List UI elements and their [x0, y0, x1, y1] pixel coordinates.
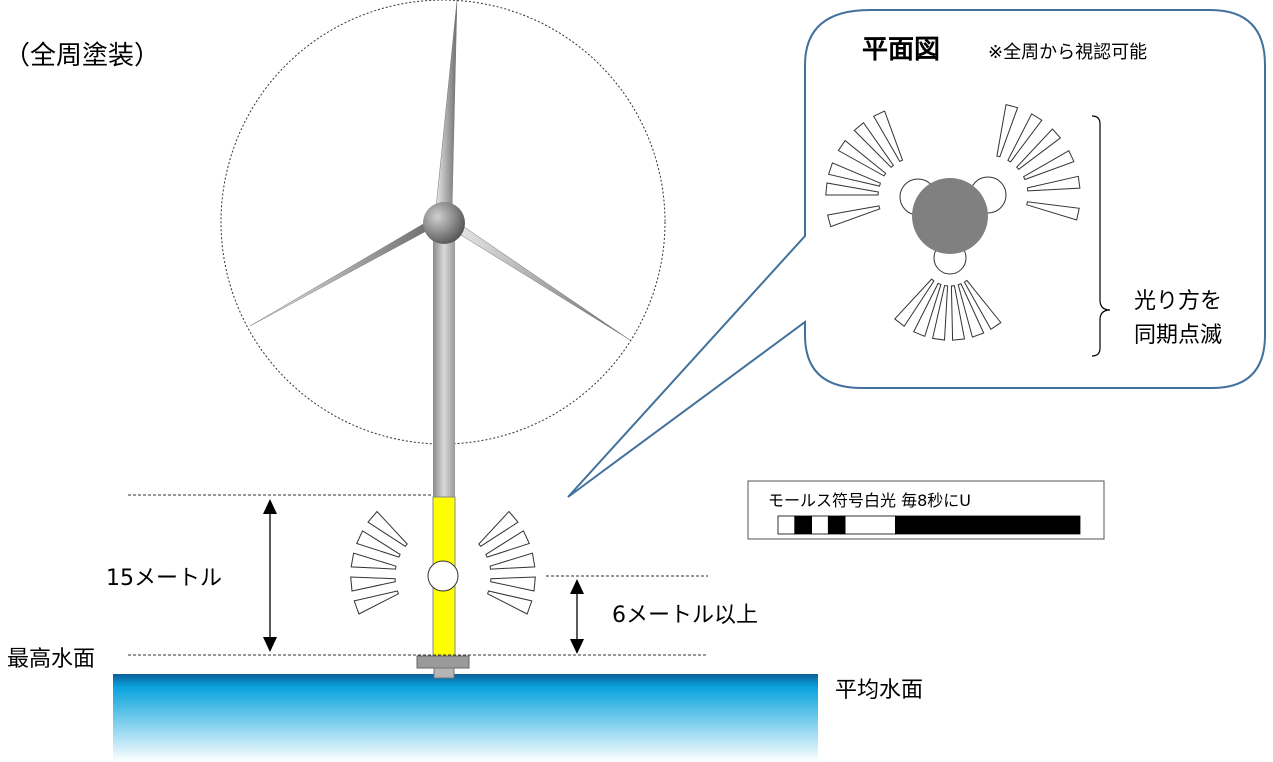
- tower-base-pile: [433, 667, 455, 679]
- plan-ray-right-3: [1022, 149, 1075, 181]
- height-15m-arrowhead-bottom: [263, 637, 277, 652]
- plan-ray-bottom-1: [931, 284, 949, 341]
- morse-segment-1: [794, 515, 812, 535]
- plan-tower-body: [912, 178, 988, 254]
- plan-ray-left-5: [826, 205, 881, 228]
- hub: [423, 202, 465, 244]
- tower-lamp: [427, 560, 459, 592]
- morse-segment-4: [844, 515, 896, 535]
- plan-ray-left-2: [837, 139, 887, 177]
- tower-ray-6: [490, 576, 536, 592]
- plan-view-note: ※全周から視認可能: [988, 42, 1147, 63]
- morse-bar: [777, 515, 1081, 535]
- height-6m-label: 6メートル以上: [612, 603, 758, 628]
- tower-ray-7: [486, 590, 533, 615]
- flash-label-line2: 同期点滅: [1134, 323, 1222, 348]
- tower-ray-0: [356, 530, 401, 558]
- mean-water-label: 平均水面: [835, 678, 923, 703]
- tower-ray-5: [489, 552, 536, 570]
- plan-ray-right-0: [996, 103, 1019, 158]
- plan-ray-left-3: [853, 121, 895, 168]
- painting-label: （全周塗装）: [4, 41, 160, 71]
- tower-base-flange: [416, 655, 470, 669]
- tower: [433, 232, 455, 497]
- sea: [113, 674, 818, 762]
- plan-ray-bottom-3: [957, 283, 985, 338]
- plan-ray-right-2: [1016, 128, 1062, 170]
- plan-ray-right-4: [1026, 175, 1081, 192]
- height-15m-label: 15メートル: [106, 566, 222, 591]
- plan-ray-right-1: [1007, 113, 1043, 163]
- plan-ray-right-5: [1026, 201, 1080, 221]
- morse-segment-2: [811, 515, 829, 535]
- sync-bracket: [1091, 115, 1111, 357]
- height-6m-arrowhead-top: [570, 579, 584, 594]
- tower-ray-8: [367, 510, 408, 547]
- flash-label-line1: 光り方を: [1134, 289, 1222, 314]
- blade-left: [249, 219, 433, 327]
- plan-ray-bottom-4: [963, 279, 1002, 331]
- height-6m-arrowhead-bottom: [570, 639, 584, 654]
- plan-lamp-rays: [825, 103, 1081, 341]
- tower-lamp-rays: [350, 510, 536, 615]
- plan-view-callout: [567, 9, 1266, 498]
- tower-ray-4: [485, 530, 530, 558]
- blade-up: [435, 0, 458, 211]
- plan-ray-left-1: [827, 162, 882, 187]
- plan-ray-bottom-5: [894, 278, 935, 328]
- rotor-blades: [249, 0, 631, 341]
- tower-ray-2: [350, 576, 396, 592]
- plan-ray-left-0: [825, 182, 879, 196]
- morse-segment-5: [895, 515, 1081, 535]
- plan-ray-bottom-0: [913, 282, 942, 337]
- plan-ray-left-4: [872, 110, 904, 163]
- morse-segment-0: [777, 515, 796, 535]
- plan-view-title: 平面図: [862, 35, 940, 65]
- tower-ray-9: [478, 510, 519, 547]
- tower-ray-3: [353, 590, 400, 615]
- morse-label: モールス符号白光 毎8秒にU: [768, 491, 971, 510]
- highest-water-label: 最高水面: [7, 647, 95, 672]
- morse-segment-3: [827, 515, 846, 535]
- tower-ray-1: [350, 552, 397, 570]
- plan-ray-bottom-2: [950, 285, 966, 341]
- blade-right: [453, 219, 631, 341]
- height-15m-arrowhead-top: [263, 499, 277, 514]
